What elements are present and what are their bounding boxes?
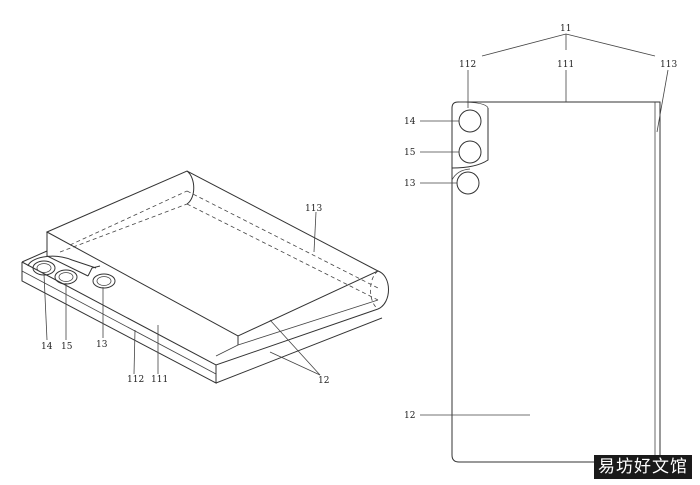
label-113-right: 113 [660,60,677,70]
label-15-right: 15 [404,148,416,158]
label-14-left: 14 [41,342,53,352]
rear-view-figure [420,33,669,463]
rear-camera-13 [456,171,480,195]
rear-camera-14 [458,109,482,133]
rear-camera-15 [458,140,482,164]
label-12-left: 12 [318,376,329,386]
label-11-right: 11 [560,24,571,34]
label-13-left: 13 [96,340,108,350]
label-15-left: 15 [61,342,73,352]
label-112-left: 112 [127,375,144,385]
label-111-left: 111 [151,375,168,385]
camera-lens-13 [92,273,116,289]
label-12-right: 12 [404,411,415,421]
label-14-right: 14 [404,117,416,127]
watermark-logo: 易坊好文馆 [594,455,692,479]
label-112-right: 112 [459,60,476,70]
label-111-right: 111 [557,60,574,70]
label-13-right: 13 [404,179,416,189]
label-113-left: 113 [305,204,322,214]
isometric-device-figure [21,170,389,384]
